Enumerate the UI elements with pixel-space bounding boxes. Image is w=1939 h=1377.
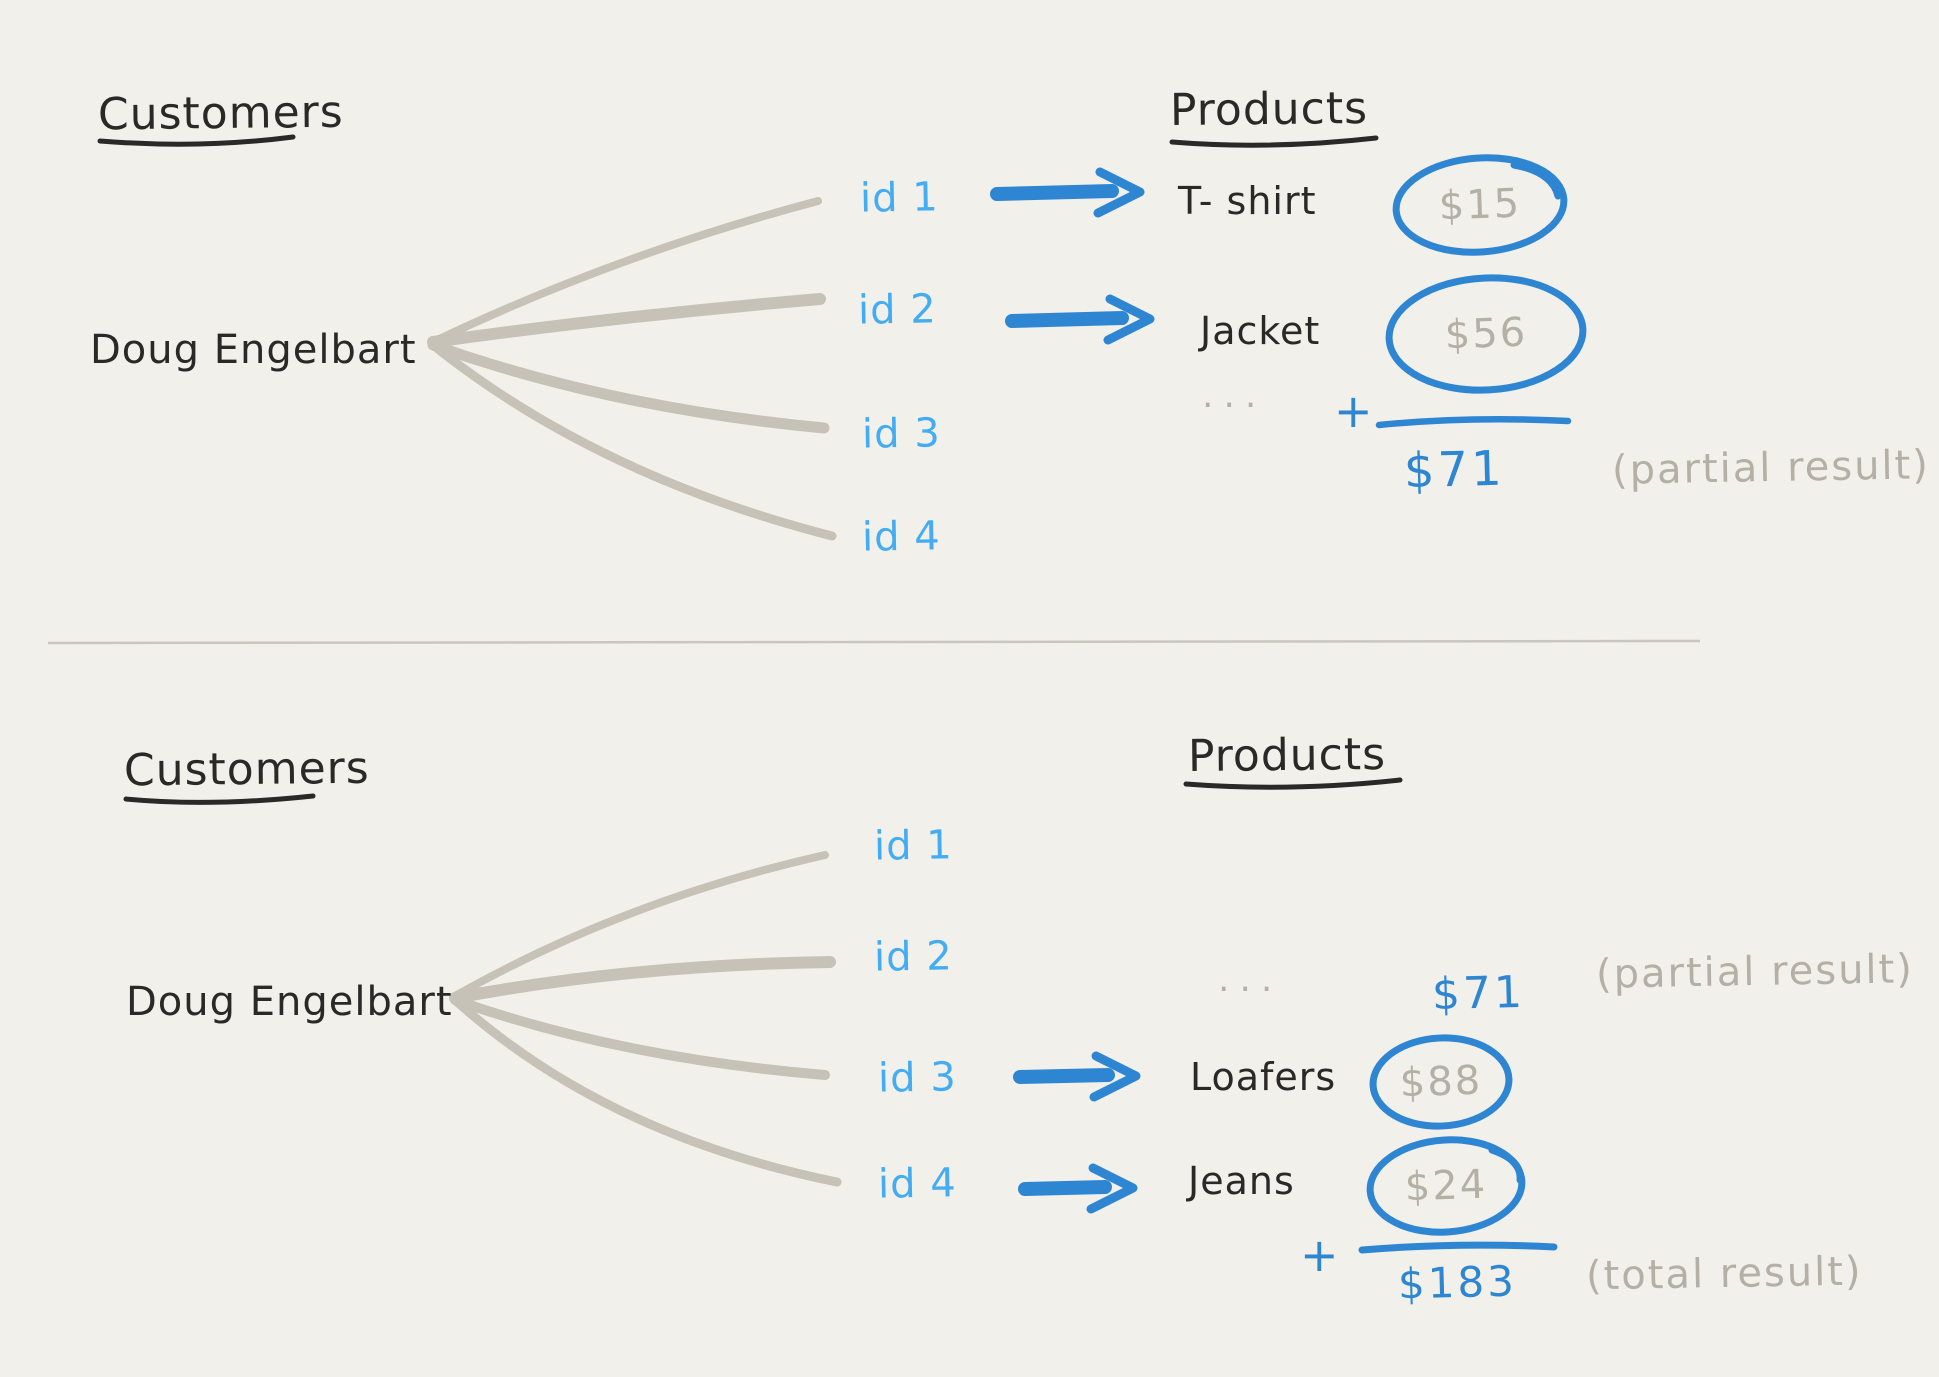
product-jeans: Jeans (1188, 1159, 1295, 1203)
fan-line-id2-top (427, 293, 826, 348)
id4-label-top: id 4 (861, 513, 942, 561)
arrow-id3-head (1089, 1051, 1141, 1102)
plus-sign-bottom: + (1300, 1228, 1339, 1282)
price-jacket: $56 (1444, 309, 1528, 359)
sum-line-top (1375, 415, 1572, 429)
arrow-id4-head (1086, 1163, 1138, 1214)
fan-line-id3-top (427, 339, 830, 434)
arrows-top (990, 167, 1155, 345)
price-circle-56 (1385, 274, 1587, 394)
fan-line-id4-top (428, 340, 837, 541)
fan-line-id1-bottom (451, 851, 829, 1000)
id1-label-top: id 1 (859, 174, 940, 222)
price-circles-top (1385, 154, 1587, 394)
id2-label-bottom: id 2 (873, 933, 954, 981)
partial-result-note-bottom: (partial result) (1595, 946, 1915, 998)
arrow-id1-head (1093, 167, 1145, 218)
products-underline-bottom (1183, 777, 1403, 790)
sum-line-bottom (1358, 1241, 1558, 1254)
arrows-bottom (1013, 1051, 1141, 1214)
products-heading-bottom: Products (1187, 728, 1387, 783)
id2-label-top: id 2 (857, 286, 938, 334)
arrow-id3-body (1013, 1068, 1115, 1084)
arrow-id2-head (1103, 294, 1155, 345)
price-circle-88 (1369, 1034, 1513, 1130)
price-jeans: $24 (1404, 1161, 1488, 1211)
price-circle-15-accent (1510, 161, 1562, 200)
partial-result-note-top: (partial result) (1611, 442, 1931, 494)
fan-line-id2-bottom (449, 956, 836, 1004)
price-circle-15 (1392, 154, 1568, 256)
customers-heading-top: Customers (97, 86, 344, 141)
id3-label-bottom: id 3 (877, 1054, 958, 1102)
fan-lines-top (427, 197, 837, 541)
product-loafers: Loafers (1190, 1055, 1337, 1099)
price-circles-bottom (1366, 1034, 1526, 1236)
customers-underline-bottom (123, 793, 316, 805)
id4-label-bottom: id 4 (877, 1160, 958, 1208)
customer-name-top: Doug Engelbart (90, 327, 417, 373)
fan-lines-bottom (449, 851, 842, 1187)
arrow-id4-body (1018, 1180, 1112, 1196)
products-heading-top: Products (1169, 82, 1369, 137)
ellipsis-top: ... (1202, 375, 1267, 416)
panel-divider (47, 639, 1701, 645)
id1-label-bottom: id 1 (873, 822, 954, 870)
price-loafers: $88 (1399, 1057, 1483, 1107)
customer-name-bottom: Doug Engelbart (126, 979, 453, 1025)
total-sum-bottom: $183 (1397, 1256, 1518, 1309)
partial-sum-top: $71 (1403, 440, 1506, 500)
price-tshirt: $15 (1438, 180, 1522, 230)
product-jacket: Jacket (1200, 309, 1321, 353)
plus-sign-top: + (1334, 384, 1373, 438)
products-underline-top (1169, 135, 1379, 148)
ellipsis-bottom: ... (1218, 959, 1283, 1000)
id3-label-top: id 3 (861, 410, 942, 458)
arrow-id1-body (990, 184, 1119, 201)
customers-underline-top (97, 134, 296, 147)
arrow-id2-body (1005, 311, 1129, 328)
total-result-note-bottom: (total result) (1585, 1248, 1863, 1300)
fan-line-id3-bottom (450, 995, 830, 1080)
fan-line-id4-bottom (450, 995, 842, 1187)
price-circle-24-accent (1488, 1146, 1524, 1184)
partial-sum-bottom: $71 (1431, 966, 1526, 1021)
product-tshirt: T- shirt (1178, 179, 1317, 223)
customers-heading-bottom: Customers (123, 742, 370, 797)
fan-line-id1-top (429, 197, 822, 346)
